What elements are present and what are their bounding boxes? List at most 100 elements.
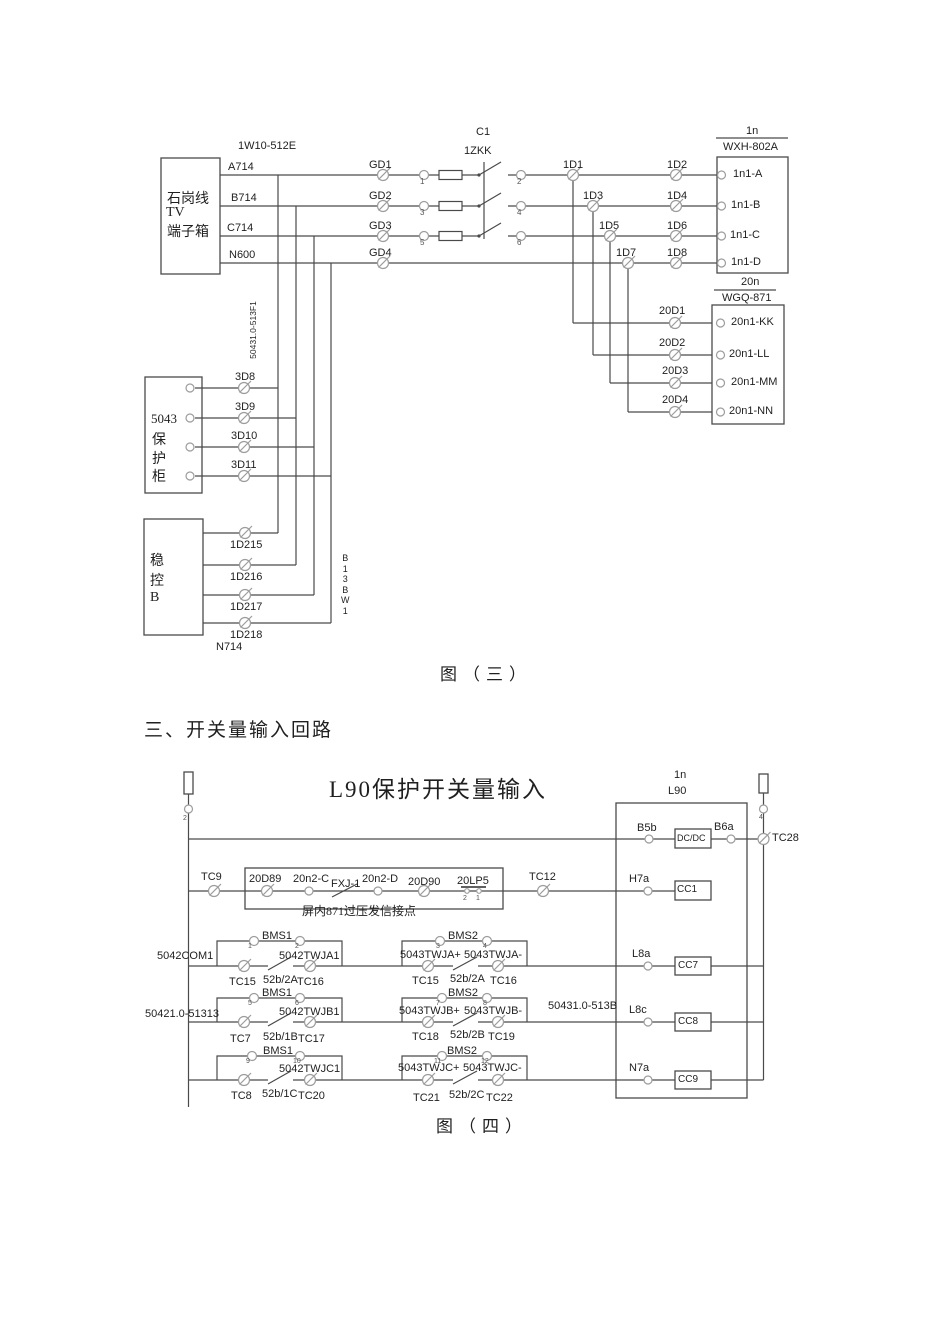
terminal-label: GD4 — [369, 247, 392, 259]
terminal-label: 20n1-KK — [731, 316, 774, 328]
device-number: 20n — [741, 276, 760, 288]
cabinet-title: 保 — [152, 433, 166, 448]
terminal-label: L8c — [629, 1004, 647, 1016]
pin-number: 5 — [420, 238, 425, 247]
contact-label: 52b/1B — [263, 1031, 298, 1043]
terminal-label: 20D2 — [659, 337, 686, 349]
contact-label: 52b/2A — [263, 974, 298, 986]
cable-label: 50431.0-513B — [548, 1000, 618, 1012]
terminal-label: 1n1-D — [731, 256, 761, 268]
device-number: 1n — [674, 769, 687, 781]
terminal-label: N714 — [216, 641, 243, 653]
pin-number: 7 — [436, 1000, 440, 1007]
terminal-label: A714 — [228, 161, 254, 173]
pin-number: 11 — [434, 1058, 442, 1065]
wire-label: 5042TWJC1 — [279, 1063, 341, 1075]
terminal-label: 3D8 — [235, 371, 256, 383]
terminal-label: TC19 — [488, 1031, 515, 1043]
terminal-label: L8a — [632, 948, 651, 960]
pin-number: 2 — [183, 815, 187, 822]
input-module: CC1 — [677, 884, 698, 895]
wire-label: 5043TWJB- — [464, 1005, 523, 1017]
pin-number: 9 — [246, 1058, 250, 1065]
terminal-label: 1D218 — [230, 629, 263, 641]
cable-label-vertical: 50431.0-513F1 — [248, 301, 258, 359]
pin-number: 4 — [517, 208, 522, 217]
input-module: CC8 — [678, 1016, 699, 1027]
pin-number: 2 — [295, 943, 299, 950]
terminal-label: 1D8 — [667, 247, 688, 259]
tv-box-title: TV — [166, 205, 185, 220]
cabinet-title: 5043 — [151, 411, 177, 426]
terminal-label: TC17 — [298, 1033, 325, 1045]
terminal-label: 20D4 — [662, 394, 689, 406]
terminal-label: 1n1-B — [731, 199, 761, 211]
terminal-label: TC8 — [231, 1090, 252, 1102]
terminal-label: 1D215 — [230, 539, 263, 551]
terminal-label: TC16 — [297, 976, 324, 988]
contact-label: BMS2 — [448, 930, 478, 942]
terminal-label: GD1 — [369, 159, 392, 171]
tv-box-title: 石岗线 — [167, 192, 209, 207]
contact-label: BMS2 — [448, 987, 478, 999]
terminal-label: C714 — [227, 222, 254, 234]
terminal-label: B6a — [714, 821, 734, 833]
wire-label: 5043TWJA- — [464, 949, 523, 961]
pin-number: 3 — [436, 943, 440, 950]
cabinet-title: 控 — [150, 574, 164, 589]
terminal-label: 1D7 — [616, 247, 637, 259]
terminal-label: TC21 — [413, 1092, 440, 1104]
terminal-label: 1D1 — [563, 159, 584, 171]
terminal-label: 1n1-A — [733, 168, 763, 180]
terminal-label: TC15 — [229, 976, 256, 988]
terminal-label: 1D4 — [667, 190, 688, 202]
pin-number: 1 — [248, 943, 252, 950]
figure-caption: 图（四） — [436, 1117, 528, 1136]
terminal-label: 3D10 — [231, 430, 258, 442]
terminal-label: TC28 — [772, 832, 799, 844]
terminal-label: TC9 — [201, 871, 222, 883]
section-title: 三、开关量输入回路 — [144, 720, 334, 741]
contact-label: 52b/2C — [449, 1089, 485, 1101]
pin-number: 6 — [517, 238, 522, 247]
fig3-linework — [143, 137, 789, 636]
device-model: WGQ-871 — [722, 292, 772, 304]
terminal-label: 3D9 — [235, 401, 256, 413]
pin-number: 3 — [420, 208, 425, 217]
terminal-label: H7a — [629, 873, 650, 885]
terminal-label: 1D6 — [667, 220, 688, 232]
contact-label: 52b/2B — [450, 1029, 485, 1041]
terminal-label: 1D2 — [667, 159, 688, 171]
wire-label: 5043TWJC- — [463, 1062, 522, 1074]
terminal-label: B714 — [231, 192, 257, 204]
note-text: 屏内871过压发信接点 — [302, 904, 417, 918]
pin-number: 4 — [483, 943, 487, 950]
cabinet-title: 护 — [152, 452, 166, 467]
pin-number: 2 — [517, 177, 522, 186]
pin-number: 12 — [481, 1058, 489, 1065]
contact-label: FXJ-1 — [331, 878, 361, 890]
wire-label: 5043TWJC+ — [398, 1062, 460, 1074]
switch-label: 1ZKK — [464, 145, 492, 157]
wire-label: 5042TWJA1 — [279, 950, 340, 962]
terminal-label: 1D216 — [230, 571, 263, 583]
device-model: L90 — [668, 785, 687, 797]
terminal-label: 20D89 — [249, 873, 282, 885]
terminal-label: GD2 — [369, 190, 392, 202]
cabinet-title: 柜 — [152, 470, 166, 485]
pin-number: 1 — [476, 895, 480, 902]
terminal-label: B5b — [637, 822, 657, 834]
contact-label: 52b/1C — [262, 1088, 298, 1100]
terminal-label: 1n1-C — [730, 229, 760, 241]
contact-label: BMS1 — [263, 1045, 293, 1057]
cable-label-vertical: B 1 3 B W 1 — [341, 553, 350, 616]
pin-number: 8 — [483, 1000, 487, 1007]
terminal-label: 20n2-C — [293, 873, 330, 885]
contact-label: 52b/2A — [450, 973, 485, 985]
terminal-label: TC20 — [298, 1090, 325, 1102]
pin-number: 6 — [295, 1000, 299, 1007]
terminal-label: TC22 — [486, 1092, 513, 1104]
pin-number: 1 — [420, 177, 425, 186]
terminal-label: TC18 — [412, 1031, 439, 1043]
